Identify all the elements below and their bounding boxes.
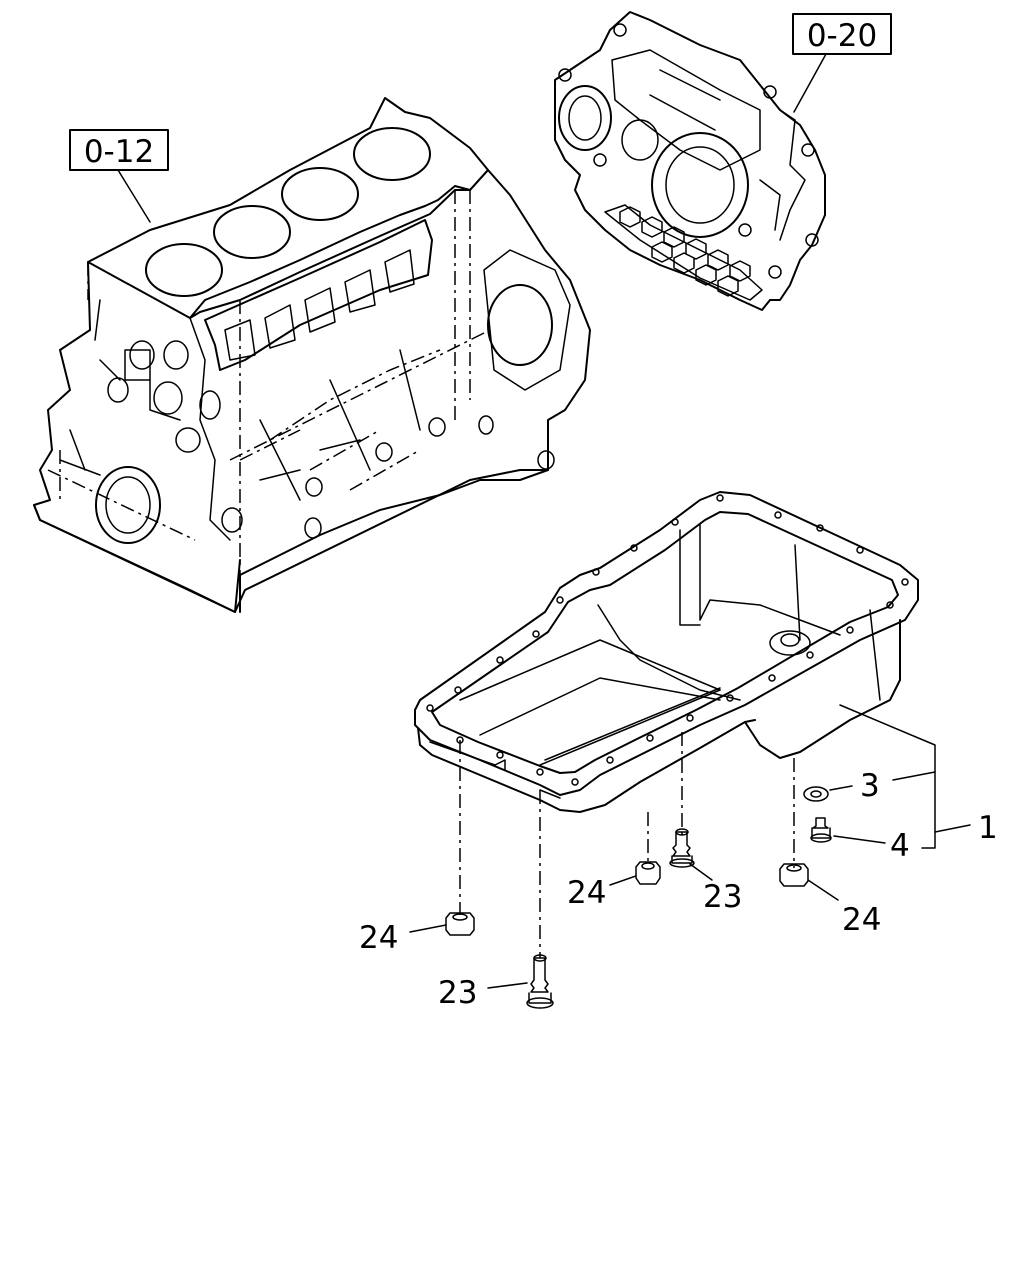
callout-24-left[interactable]: 24	[359, 920, 398, 956]
reference-box-housing[interactable]: 0-20	[792, 13, 892, 55]
washer	[803, 786, 829, 802]
engine-block-drawing	[33, 97, 591, 613]
callout-24-right[interactable]: 24	[842, 902, 881, 938]
reference-box-block[interactable]: 0-12	[69, 129, 169, 171]
assembly-center-lines	[459, 732, 795, 958]
leader-block	[117, 169, 151, 223]
reference-label-block: 0-12	[84, 134, 154, 170]
stud-right	[669, 828, 695, 868]
reference-label-housing: 0-20	[807, 18, 877, 54]
flange-holes	[426, 494, 909, 786]
nut-left	[445, 912, 475, 936]
callout-24-mid[interactable]: 24	[567, 875, 606, 911]
oil-pan-drawing	[414, 491, 919, 813]
callout-23-left[interactable]: 23	[438, 975, 477, 1011]
nut-mid	[635, 861, 661, 885]
callout-23-right[interactable]: 23	[703, 879, 742, 915]
callout-3[interactable]: 3	[860, 768, 880, 804]
callout-1[interactable]: 1	[978, 810, 998, 846]
callout-4[interactable]: 4	[890, 828, 910, 864]
flywheel-housing-drawing	[554, 11, 826, 311]
leader-housing	[793, 53, 827, 113]
stud-left	[526, 954, 554, 1009]
drain-plug	[810, 817, 832, 843]
callout-leaders	[409, 704, 971, 989]
nut-right	[779, 863, 809, 887]
